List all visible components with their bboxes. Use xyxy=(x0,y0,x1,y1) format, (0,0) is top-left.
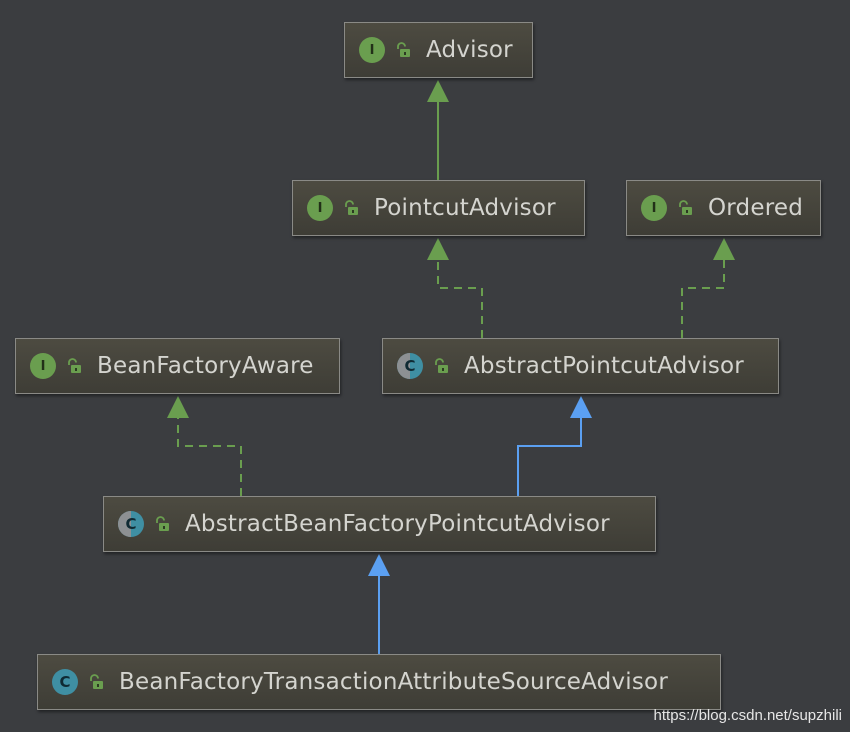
node-pointcut-advisor[interactable]: I PointcutAdvisor xyxy=(292,180,585,236)
node-ordered[interactable]: I Ordered xyxy=(626,180,821,236)
public-lock-icon xyxy=(342,199,360,217)
node-bean-factory-transaction-attribute-source-advisor[interactable]: C BeanFactoryTransactionAttributeSourceAd… xyxy=(37,654,721,710)
public-lock-icon xyxy=(676,199,694,217)
arrowhead-bean-factory-aware xyxy=(167,396,189,418)
node-abstract-pointcut-advisor[interactable]: C AbstractPointcutAdvisor xyxy=(382,338,779,394)
abstract-icon: C xyxy=(118,511,144,537)
arrowhead-abstract-pointcut-advisor xyxy=(570,396,592,418)
public-lock-icon xyxy=(153,515,171,533)
edge-abstract-bean-factory-pointcut-advisor-to-abstract-pointcut-advisor xyxy=(517,418,582,496)
public-lock-icon xyxy=(432,357,450,375)
node-label: BeanFactoryTransactionAttributeSourceAdv… xyxy=(119,669,668,695)
watermark: https://blog.csdn.net/supzhili xyxy=(653,707,842,724)
interface-icon: I xyxy=(359,37,385,63)
edge-abstract-bean-factory-pointcut-advisor-to-bean-factory-aware xyxy=(177,418,242,496)
abstract-icon: C xyxy=(397,353,423,379)
arrowhead-abstract-bean-factory-pointcut-advisor xyxy=(368,554,390,576)
edge-abstract-pointcut-advisor-to-pointcut-advisor xyxy=(437,260,483,338)
public-lock-icon xyxy=(87,673,105,691)
node-label: Advisor xyxy=(426,37,513,63)
arrowhead-advisor xyxy=(427,80,449,102)
node-bean-factory-aware[interactable]: I BeanFactoryAware xyxy=(15,338,340,394)
interface-icon: I xyxy=(30,353,56,379)
node-abstract-bean-factory-pointcut-advisor[interactable]: C AbstractBeanFactoryPointcutAdvisor xyxy=(103,496,656,552)
interface-icon: I xyxy=(641,195,667,221)
interface-icon: I xyxy=(307,195,333,221)
node-label: Ordered xyxy=(708,195,804,221)
node-label: PointcutAdvisor xyxy=(374,195,556,221)
public-lock-icon xyxy=(65,357,83,375)
edge-abstract-pointcut-advisor-to-ordered xyxy=(681,260,725,338)
class-icon: C xyxy=(52,669,78,695)
node-label: AbstractPointcutAdvisor xyxy=(464,353,744,379)
public-lock-icon xyxy=(394,41,412,59)
arrowhead-ordered xyxy=(713,238,735,260)
arrowhead-pointcut-advisor xyxy=(427,238,449,260)
node-label: AbstractBeanFactoryPointcutAdvisor xyxy=(185,511,610,537)
node-label: BeanFactoryAware xyxy=(97,353,314,379)
node-advisor[interactable]: I Advisor xyxy=(344,22,533,78)
